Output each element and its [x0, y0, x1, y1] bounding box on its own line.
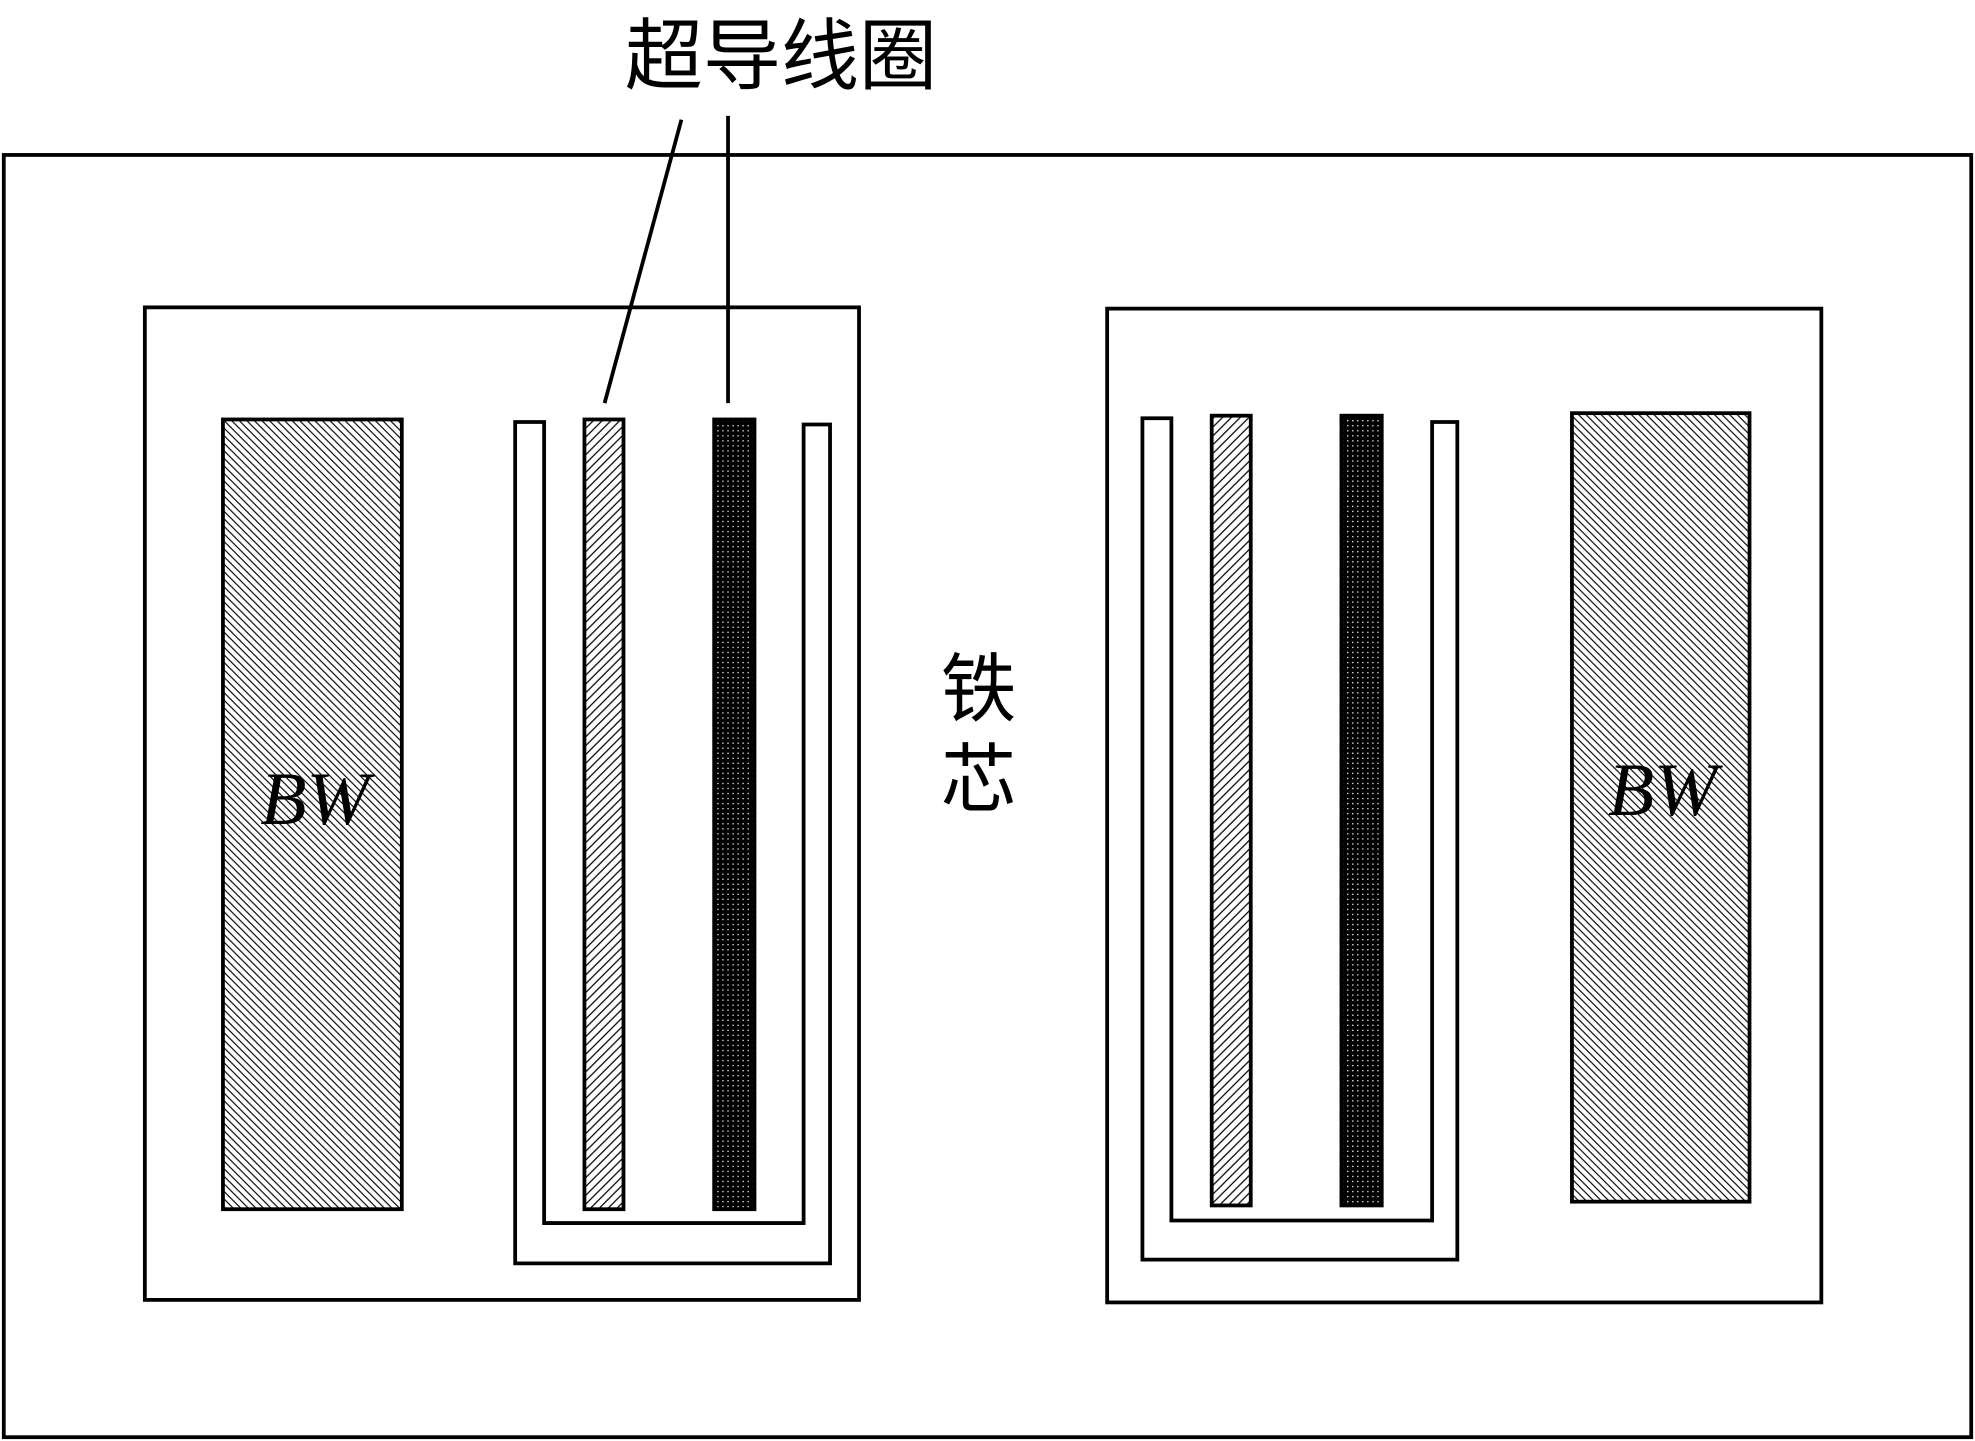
right-window: [1105, 306, 1824, 1305]
leader-line: [602, 119, 684, 404]
left-window: [142, 305, 861, 1302]
left-dewar: [513, 420, 832, 1266]
right-sc-coil-hatched: [1209, 413, 1253, 1208]
coil-label: 超导线圈: [625, 12, 937, 102]
core-label-1: 铁: [941, 645, 1017, 733]
left-bw-winding: [221, 417, 404, 1212]
right-bw-winding: [1570, 411, 1752, 1204]
left-sc-coil-dark: [712, 417, 757, 1212]
iron-core-outline: [1, 153, 1974, 1440]
bw-left-label: BW: [260, 758, 375, 841]
bw-right-label: BW: [1608, 749, 1723, 832]
right-sc-coil-dark: [1339, 413, 1384, 1208]
right-dewar: [1140, 416, 1460, 1262]
core-label-2: 芯: [941, 736, 1017, 824]
left-sc-coil-hatched: [582, 417, 626, 1212]
